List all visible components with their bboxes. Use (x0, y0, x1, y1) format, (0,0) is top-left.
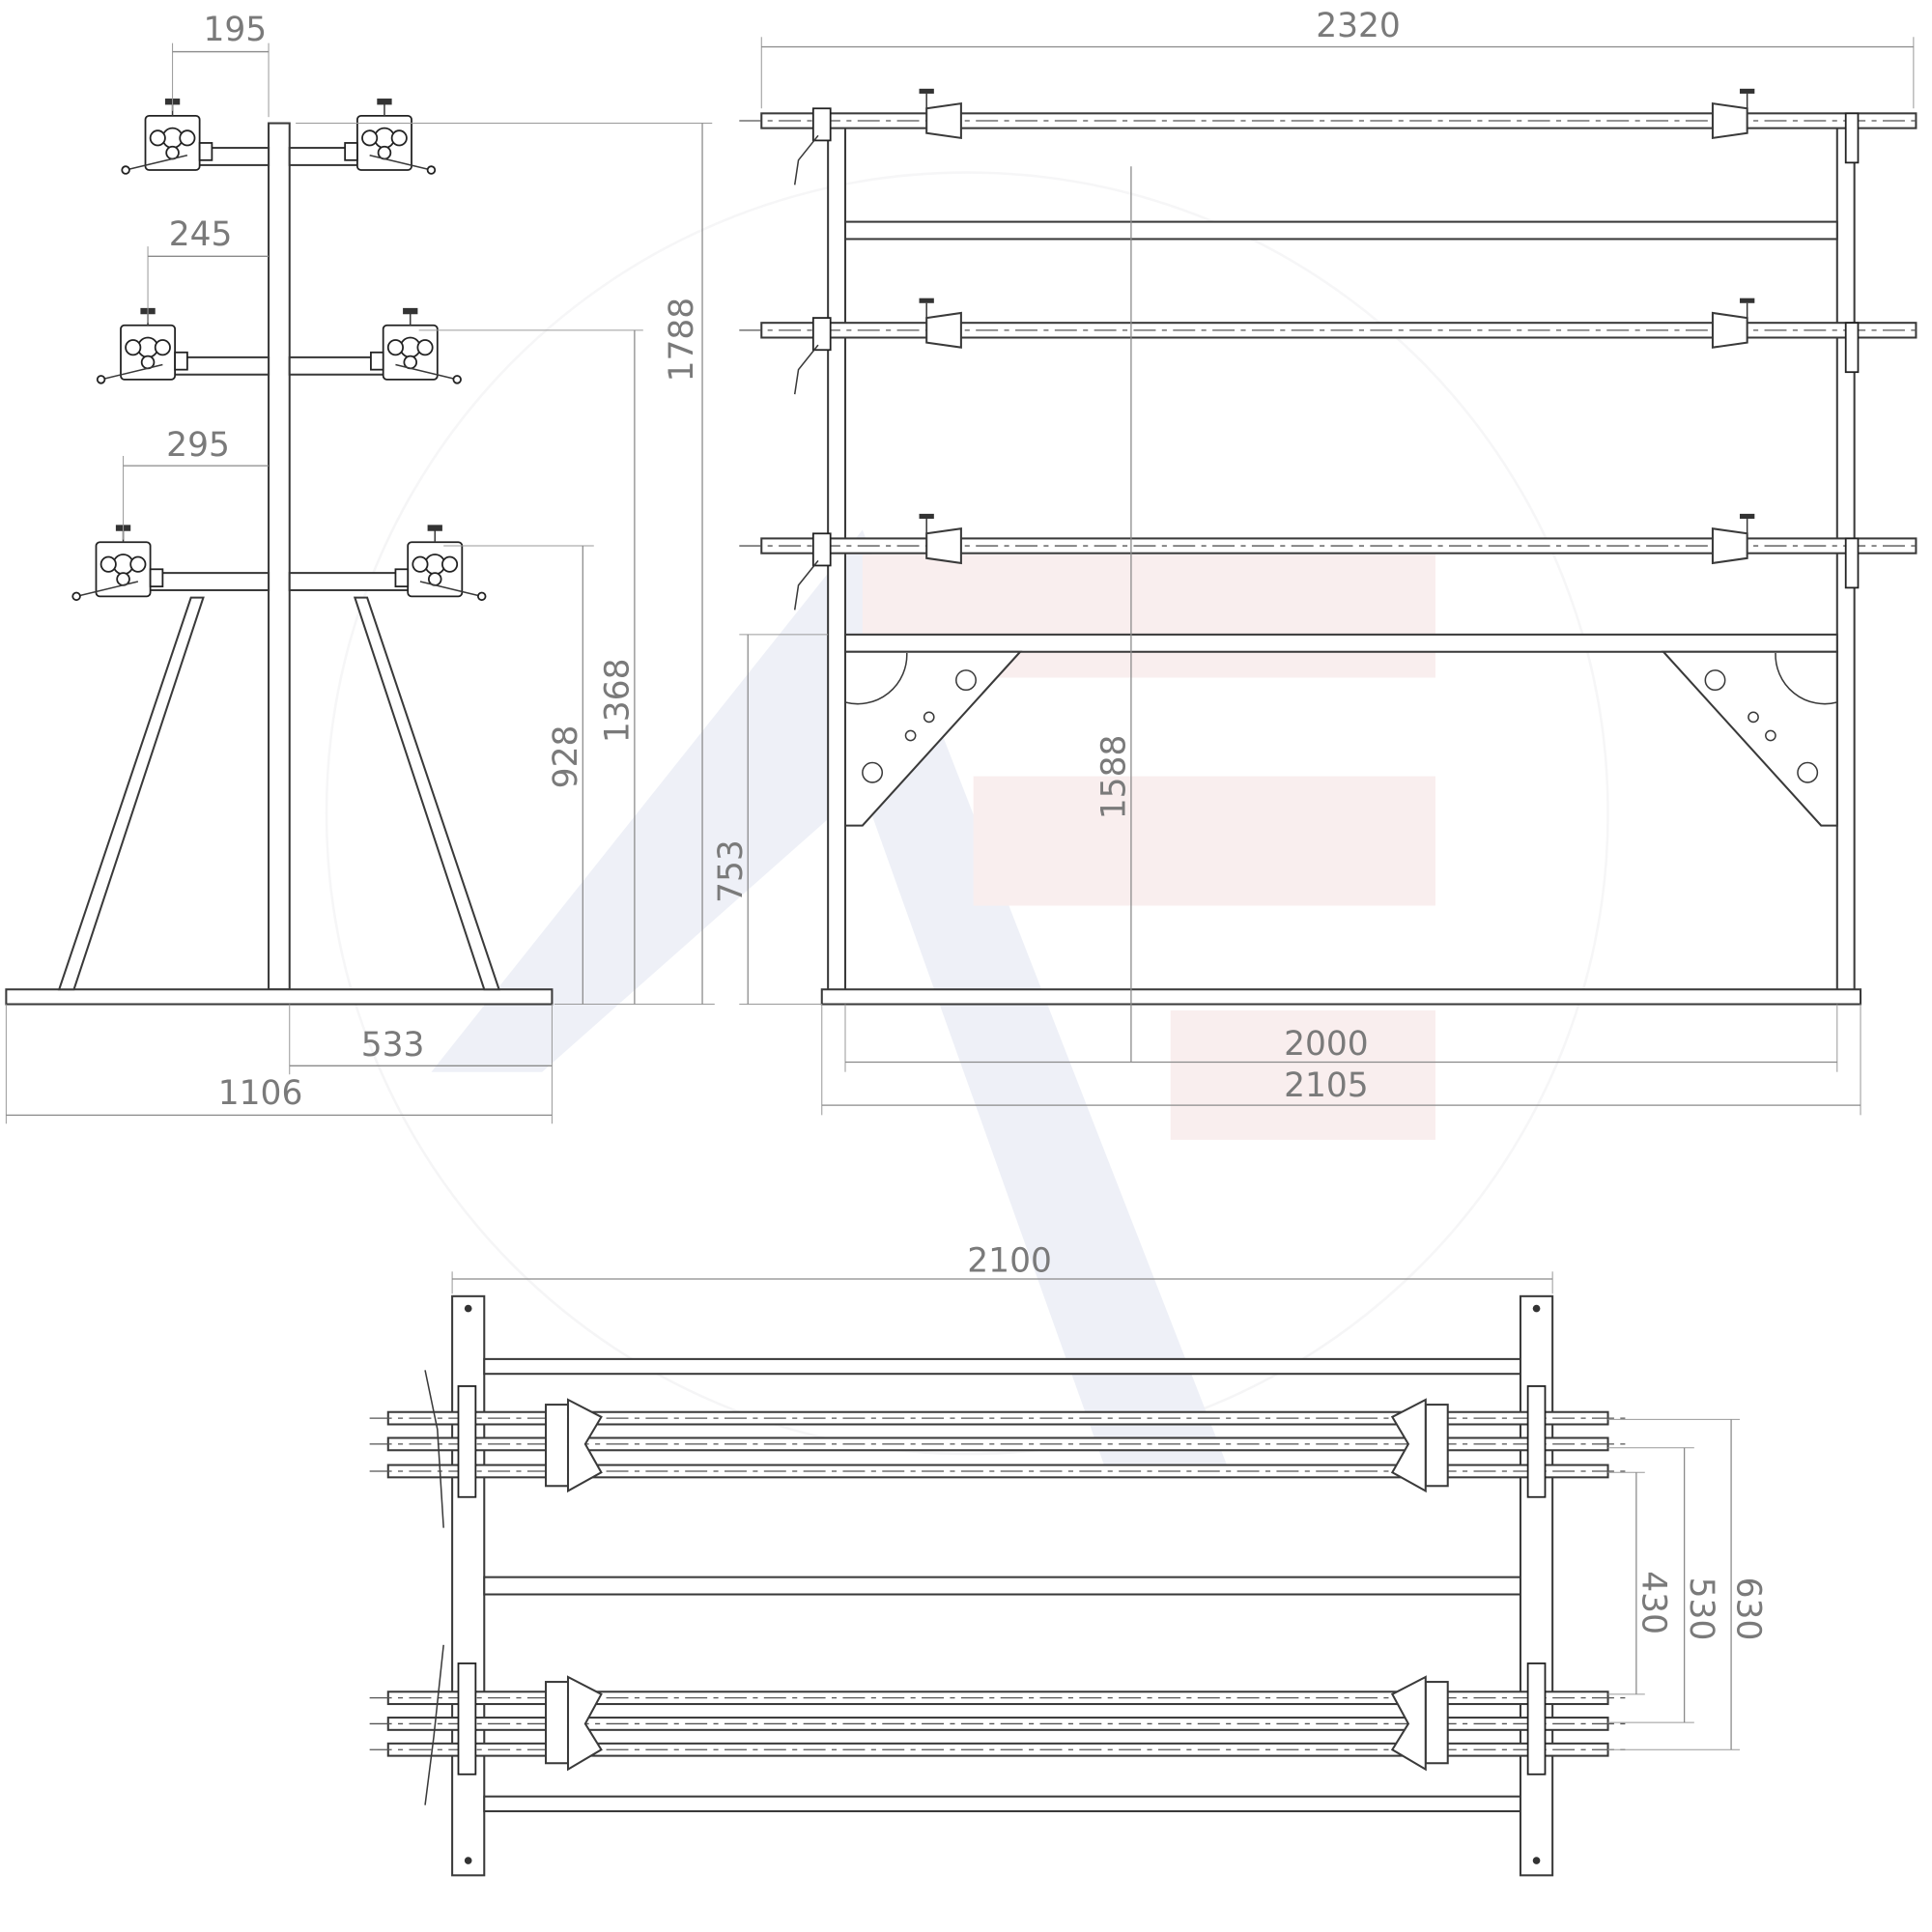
dim-1368: 1368 (599, 659, 638, 744)
dim-1588: 1588 (1095, 735, 1134, 820)
gusset-left (843, 650, 1023, 827)
side-view-dimensions: 195 245 295 1788 1368 928 533 1106 (5, 11, 715, 1124)
dim-2000: 2000 (1284, 1025, 1369, 1064)
dim-530: 530 (1682, 1577, 1720, 1641)
top-view-dimensions: 2100 430 530 630 (451, 1241, 1767, 1750)
rod-group-lower (369, 1690, 1627, 1757)
chain-icon (793, 107, 1860, 611)
rod (739, 537, 1922, 554)
right-leg (353, 596, 501, 991)
dim-430: 430 (1634, 1571, 1672, 1634)
dim-245: 245 (169, 215, 233, 254)
rod-group-upper (369, 1410, 1627, 1479)
dim-2105: 2105 (1284, 1066, 1369, 1105)
center-post (268, 122, 291, 991)
left-leg (57, 596, 205, 991)
end-clamp-icon (424, 1370, 1547, 1805)
crossbar (483, 1576, 1521, 1596)
crossbar (483, 1795, 1521, 1813)
pipe-clamp-icon (344, 98, 437, 175)
cone-block-icon (545, 1398, 1449, 1772)
pipe-clamp-icon (370, 306, 462, 384)
dim-928: 928 (547, 725, 585, 789)
pipe-clamp-icon (71, 524, 164, 602)
front-view-dimensions: 2320 1588 753 2000 2105 (712, 7, 1915, 1116)
front-view (739, 87, 1922, 1006)
watermark (325, 171, 1609, 1479)
pipe-clamp-icon (96, 306, 188, 384)
dim-195: 195 (203, 11, 267, 49)
pipe-clamp-icon (121, 98, 213, 175)
dim-2100: 2100 (967, 1241, 1052, 1280)
dim-1788: 1788 (663, 298, 701, 383)
gusset-right (1661, 650, 1838, 827)
dim-2320: 2320 (1316, 7, 1401, 45)
dim-533: 533 (361, 1026, 425, 1065)
side-view (5, 98, 554, 1006)
crossbar (843, 220, 1838, 241)
pipe-clamp-icon (394, 524, 487, 602)
dim-753: 753 (712, 839, 751, 903)
crossbar (843, 633, 1838, 653)
dim-1106: 1106 (218, 1074, 303, 1113)
crossbar (483, 1357, 1521, 1376)
base-bar (5, 988, 554, 1006)
base-beam (820, 988, 1862, 1006)
right-foot (1519, 1294, 1554, 1877)
dim-295: 295 (166, 426, 230, 465)
dim-630: 630 (1728, 1577, 1767, 1641)
arm (288, 572, 414, 591)
top-view (369, 1294, 1627, 1877)
left-foot (451, 1294, 486, 1877)
